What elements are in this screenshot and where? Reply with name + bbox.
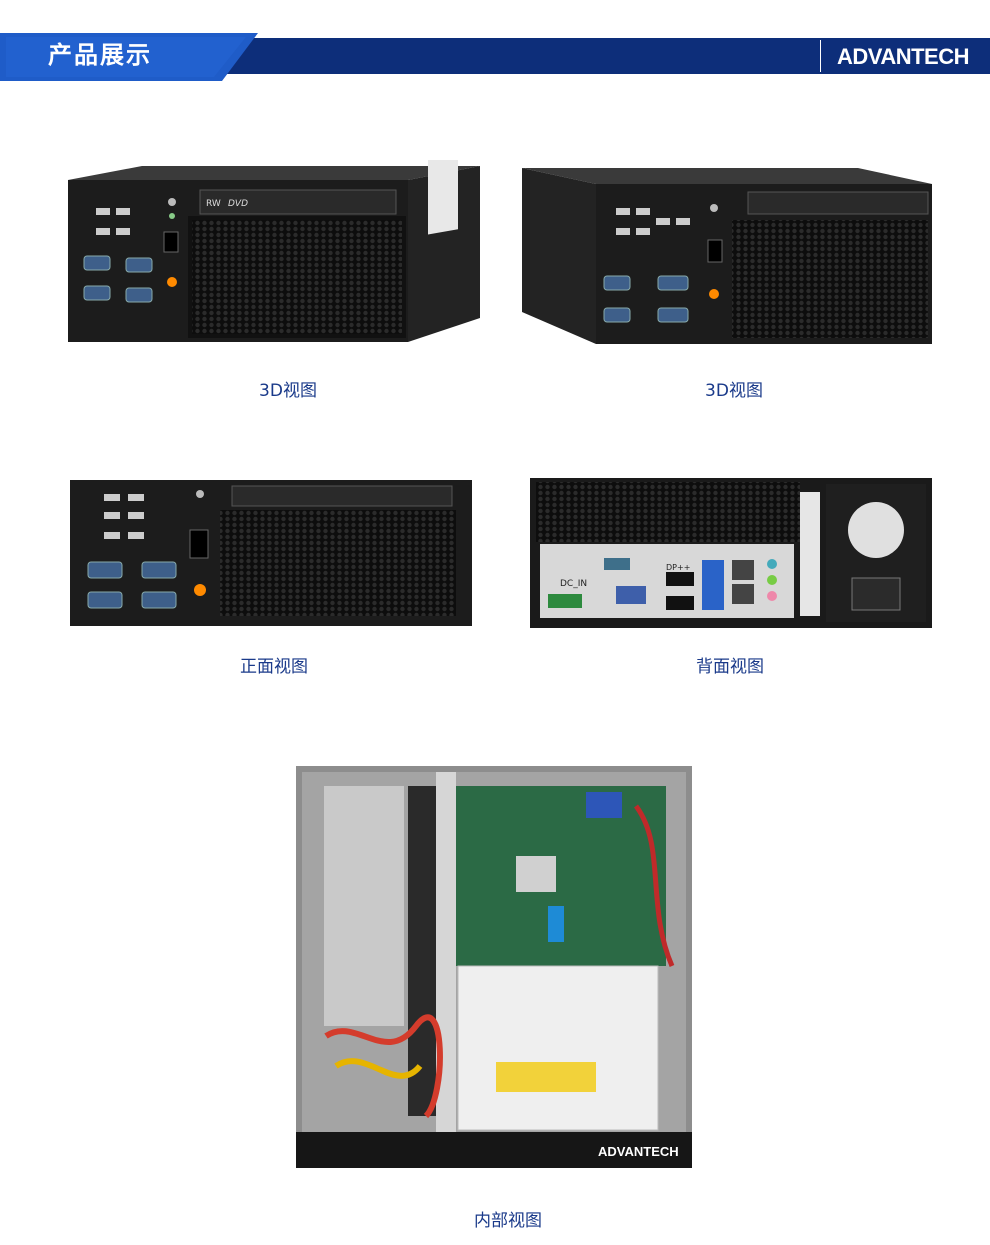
- caption-internal: 内部视图: [474, 1211, 542, 1231]
- caption-back: 背面视图: [696, 657, 764, 677]
- dp-label: DP++: [666, 563, 690, 572]
- product-image-3d-left: RW DVD: [68, 160, 484, 350]
- product-image-3d-right: [518, 162, 938, 352]
- header-tab: [0, 33, 258, 81]
- brand-logo: ADVANTECH: [820, 40, 990, 72]
- product-image-front: [70, 480, 472, 626]
- dvd-rw-label: RW: [206, 199, 221, 209]
- dvd-label: DVD: [228, 199, 248, 209]
- case-brand-label: ADVANTECH: [598, 1144, 679, 1159]
- caption-3d-right: 3D视图: [705, 381, 763, 401]
- product-image-back: DC_IN DP++: [530, 478, 932, 628]
- product-image-internal: ADVANTECH: [296, 766, 692, 1168]
- dc-in-label: DC_IN: [560, 579, 587, 589]
- caption-front: 正面视图: [240, 657, 308, 677]
- brand-logo-text: ADVANTECH: [837, 44, 969, 69]
- page-title: 产品展示: [48, 41, 152, 69]
- caption-3d-left: 3D视图: [259, 381, 317, 401]
